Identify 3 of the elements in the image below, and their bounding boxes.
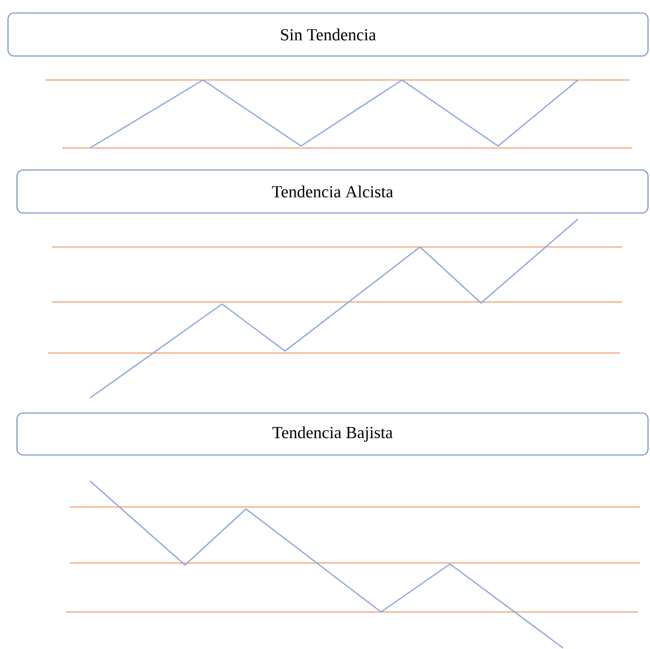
header-box: Tendencia Alcista (16, 170, 648, 214)
header-box: Sin Tendencia (8, 12, 648, 56)
header-box: Tendencia Bajista (16, 412, 648, 456)
